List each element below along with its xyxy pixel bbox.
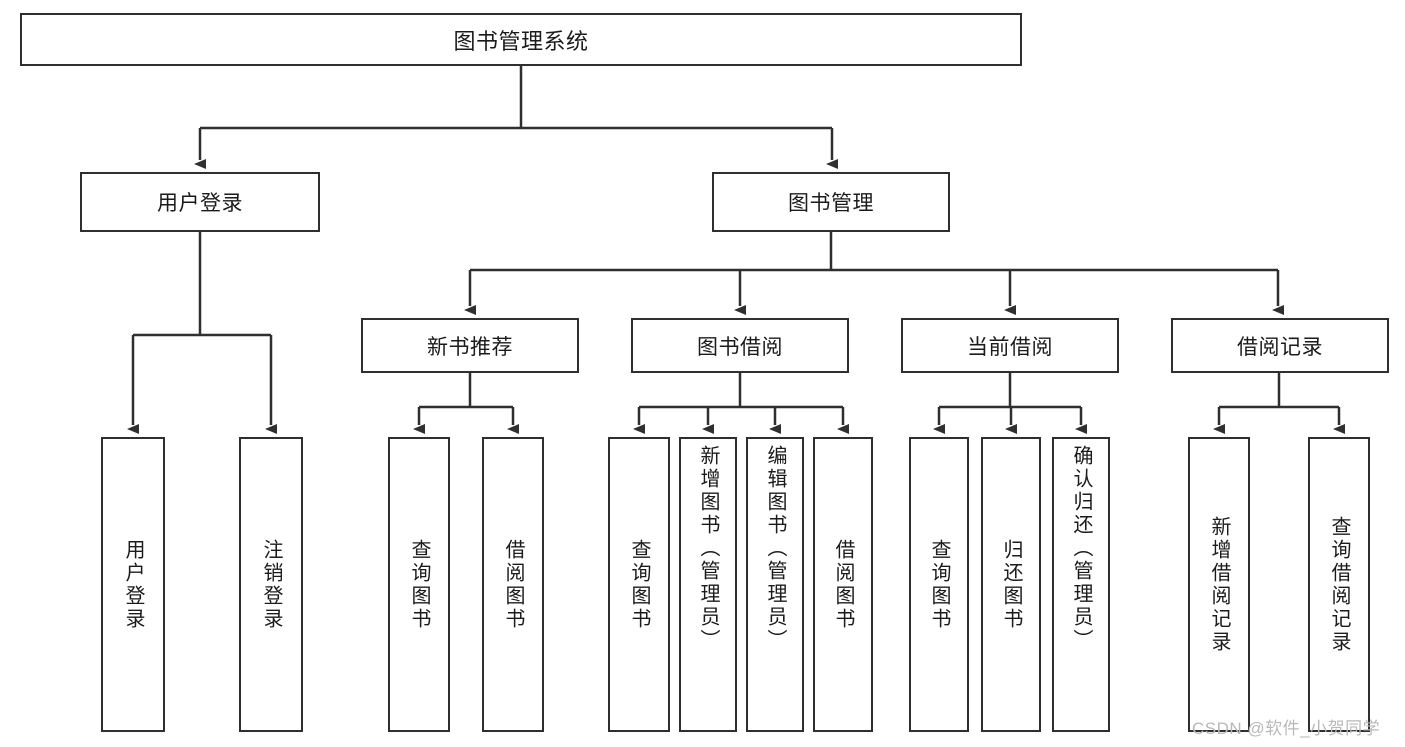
leaf-borrow-book[interactable]: 借阅图书 — [813, 437, 873, 732]
node-user-login[interactable]: 用户登录 — [80, 172, 320, 232]
node-borrow-record-label: 借阅记录 — [1237, 335, 1323, 359]
leaf-query-borrow-record[interactable]: 查询借阅记录 — [1308, 437, 1370, 732]
leaf-confirm-return-admin[interactable]: 确认归还（管理员） — [1052, 437, 1110, 732]
node-root-label: 图书管理系统 — [453, 28, 589, 54]
csdn-watermark: CSDN @软件_小贺同学 — [1192, 719, 1381, 738]
leaf-query-book-recommend[interactable]: 查询图书 — [388, 437, 450, 732]
leaf-logout[interactable]: 注销登录 — [239, 437, 303, 732]
node-root[interactable]: 图书管理系统 — [20, 13, 1022, 66]
leaf-edit-book-admin-label: 编辑图书（管理员） — [764, 445, 786, 652]
leaf-borrow-book-recommend-label: 借阅图书 — [502, 538, 524, 631]
node-new-book-recommend[interactable]: 新书推荐 — [361, 318, 579, 373]
leaf-add-book-admin[interactable]: 新增图书（管理员） — [679, 437, 737, 732]
leaf-user-login-label: 用户登录 — [122, 538, 144, 631]
leaf-borrow-book-recommend[interactable]: 借阅图书 — [482, 437, 544, 732]
leaf-query-book-borrow-label: 查询图书 — [628, 538, 650, 631]
node-current-borrow-label: 当前借阅 — [967, 335, 1053, 359]
node-book-management[interactable]: 图书管理 — [712, 172, 950, 232]
node-new-book-recommend-label: 新书推荐 — [427, 335, 513, 359]
node-user-login-label: 用户登录 — [157, 192, 243, 215]
leaf-add-borrow-record-label: 新增借阅记录 — [1208, 515, 1230, 654]
node-book-borrow[interactable]: 图书借阅 — [631, 318, 849, 373]
leaf-return-book-label: 归还图书 — [1000, 538, 1022, 631]
node-book-borrow-label: 图书借阅 — [697, 335, 783, 359]
leaf-add-borrow-record[interactable]: 新增借阅记录 — [1188, 437, 1250, 732]
leaf-add-book-admin-label: 新增图书（管理员） — [697, 445, 719, 652]
leaf-return-book[interactable]: 归还图书 — [981, 437, 1041, 732]
leaf-logout-label: 注销登录 — [260, 538, 282, 631]
node-borrow-record[interactable]: 借阅记录 — [1171, 318, 1389, 373]
leaf-query-book-recommend-label: 查询图书 — [408, 538, 430, 631]
leaf-query-book-current-label: 查询图书 — [928, 538, 950, 631]
node-current-borrow[interactable]: 当前借阅 — [901, 318, 1119, 373]
leaf-user-login[interactable]: 用户登录 — [101, 437, 165, 732]
leaf-query-book-current[interactable]: 查询图书 — [909, 437, 969, 732]
leaf-edit-book-admin[interactable]: 编辑图书（管理员） — [746, 437, 804, 732]
leaf-query-borrow-record-label: 查询借阅记录 — [1328, 515, 1350, 654]
leaf-borrow-book-label: 借阅图书 — [832, 538, 854, 631]
leaf-confirm-return-admin-label: 确认归还（管理员） — [1070, 445, 1092, 652]
leaf-query-book-borrow[interactable]: 查询图书 — [608, 437, 670, 732]
node-book-management-label: 图书管理 — [788, 192, 874, 215]
